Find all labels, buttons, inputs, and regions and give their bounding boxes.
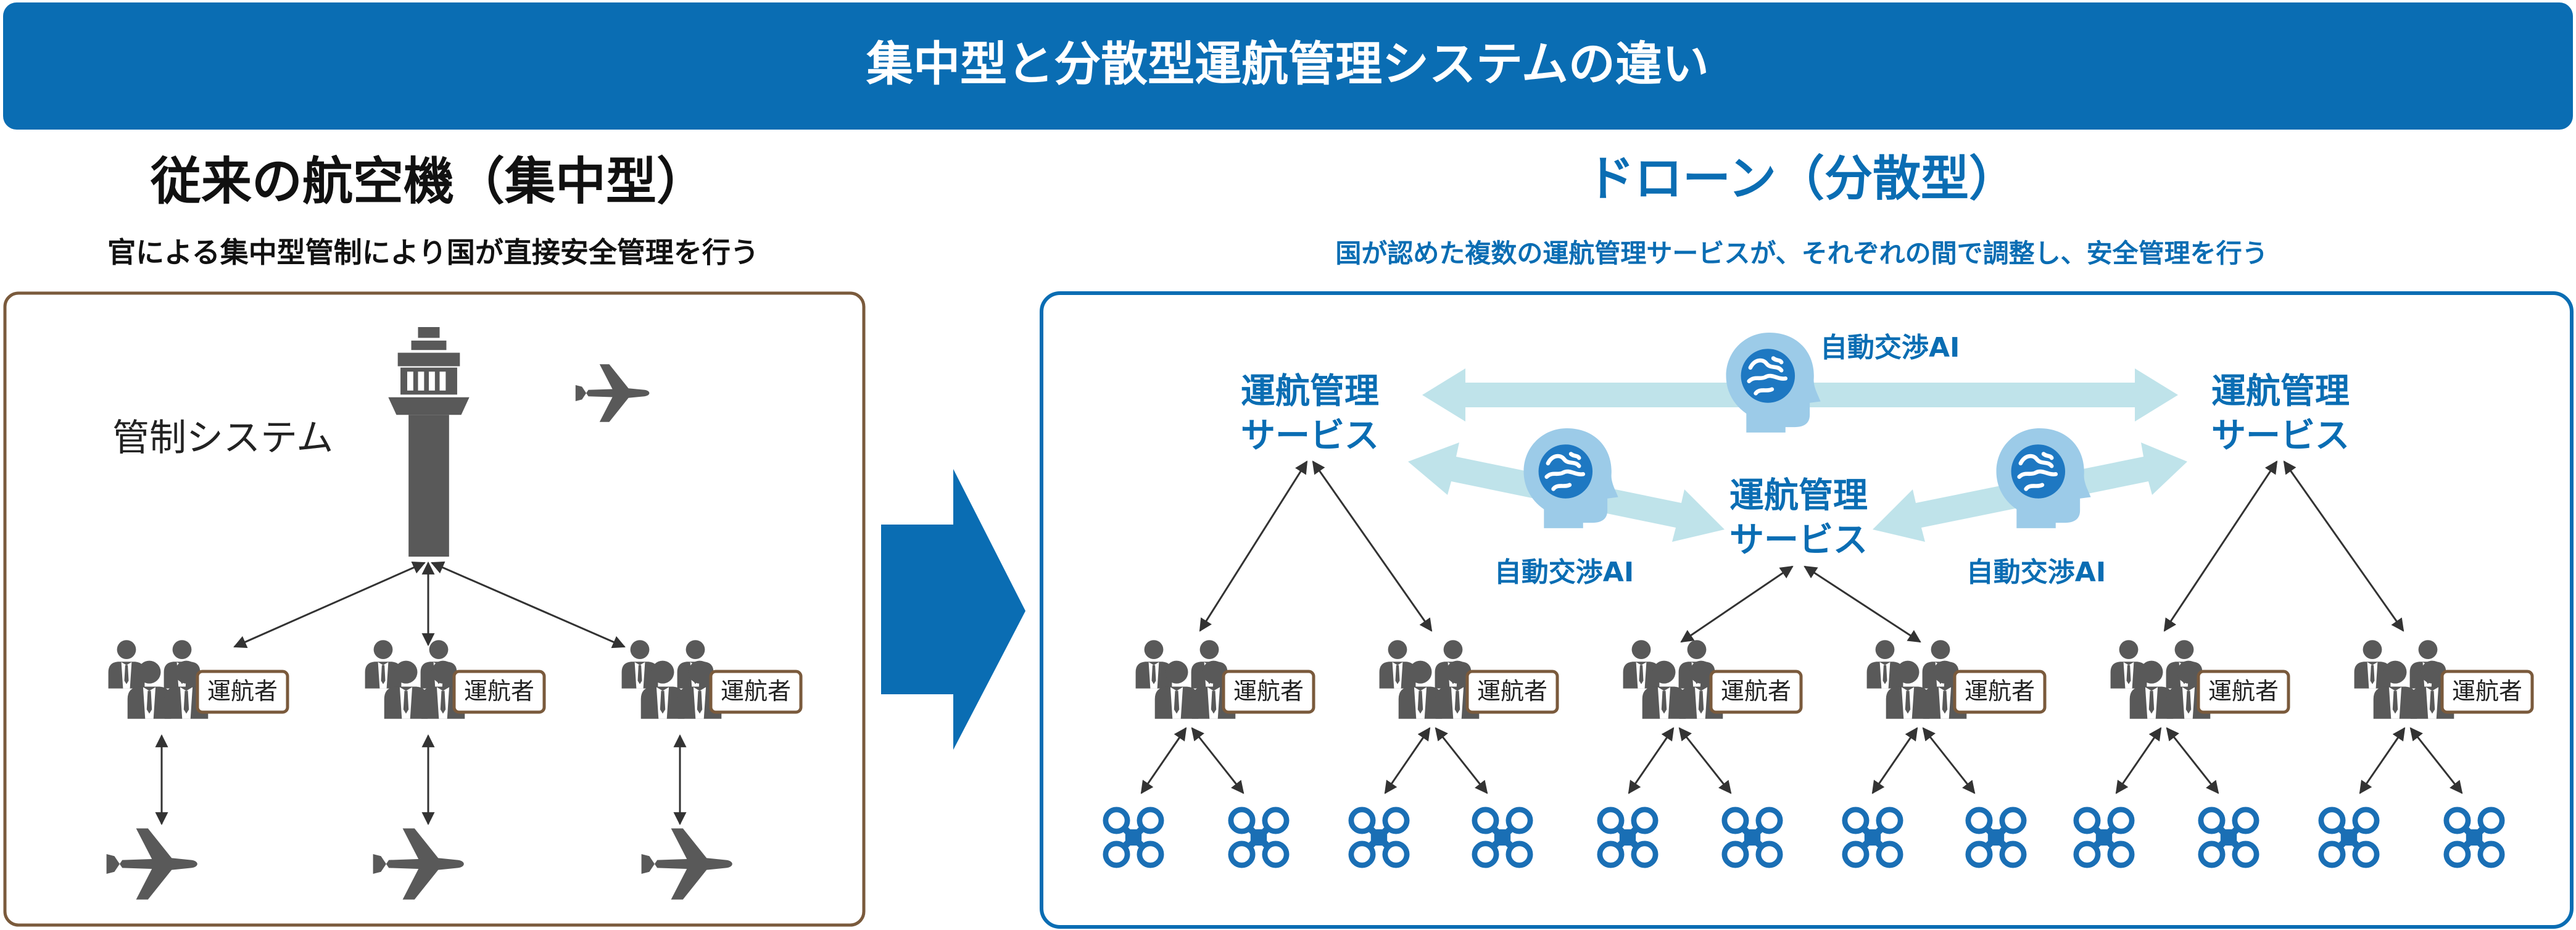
drone-icon [2076,810,2132,865]
operator-badge [709,670,803,714]
airplane-icon [373,828,464,900]
person-icon [108,640,145,689]
operator-label: 運航者 [1721,678,1791,705]
operator-label: 運航者 [464,678,534,705]
operator-label: 運航者 [1477,678,1547,705]
operator-badge [196,670,289,714]
ai-head-icon [1726,333,1821,433]
operator-group: 運航者 [621,640,803,719]
operator-badge [1222,670,1315,714]
operator-badge [1953,670,2047,714]
operator-label: 運航者 [1965,678,2035,705]
centralized-panel [3,291,866,927]
link-service-operator [2163,460,2278,632]
operator-badge [452,670,546,714]
centralized-section: 従来の航空機（集中型） 官による集中型管制により国が直接安全管理を行う 管制シス… [3,152,866,927]
ai-head-icon [1997,428,2091,528]
flight-management-service: 運航管理 サービス [1241,372,1379,456]
person-icon [365,640,402,689]
service-label-line2: サービス [1729,520,1868,560]
page-title: 集中型と分散型運航管理システムの違い [866,36,1709,91]
operator-group: 運航者 [2354,640,2534,719]
operator-group: 運航者 [1623,640,1803,719]
person-icon [2354,640,2391,689]
flight-management-service: 運航管理 サービス [1729,476,1868,560]
operator-group: 運航者 [1379,640,1559,719]
drone-icon [2321,810,2377,865]
ai-label: 自動交渉AI [1494,557,1634,588]
operator-group: 運航者 [2110,640,2290,719]
operator-badge [1465,670,1559,714]
operator-drone-links [1140,727,2463,794]
drone-icon [1231,810,1286,865]
control-tower-icon [388,327,470,557]
operator-badge [2197,670,2290,714]
person-icon [1379,640,1416,689]
link-tower-operator-3 [431,561,626,649]
person-icon [621,640,658,689]
person-icon [1866,640,1903,689]
operator-label: 運航者 [2208,678,2279,705]
link-service-operator [1680,565,1794,643]
distributed-subheading: 国が認めた複数の運航管理サービスが、それぞれの間で調整し、安全管理を行う [1335,238,2267,268]
drone-icon [1600,810,1655,865]
operator-label: 運航者 [721,678,791,705]
drone-icon [2446,810,2502,865]
drone-icon [1968,810,2024,865]
ai-label: 自動交渉AI [1966,557,2106,588]
link-service-operator [2283,460,2404,632]
operator-badge [1709,670,1803,714]
operator-group: 運航者 [1135,640,1315,719]
drone-icon [1475,810,1530,865]
operator-badge [2440,670,2534,714]
operator-group: 運航者 [108,640,289,719]
flight-management-service: 運航管理 サービス [2211,372,2350,456]
link-tower-operator-1 [233,562,426,648]
drone-icon [1725,810,1780,865]
drone-icon [2201,810,2256,865]
service-label-line1: 運航管理 [2211,372,2350,412]
operator-label: 運航者 [207,678,278,705]
header-bar [3,2,2573,130]
operator-label: 運航者 [1233,678,1304,705]
drone-icon [1845,810,1900,865]
airplane-icon-sky [575,364,650,422]
operator-label: 運航者 [2452,678,2522,705]
service-label-line2: サービス [2211,416,2350,456]
ai-label: 自動交渉AI [1820,332,1960,363]
service-label-line1: 運航管理 [1241,372,1379,412]
ai-head-icon [1524,428,1618,528]
centralized-subheading: 官による集中型管制により国が直接安全管理を行う [107,236,759,269]
service-label-line2: サービス [1241,416,1379,456]
person-icon [2110,640,2147,689]
airplane-icon [106,828,197,900]
person-icon [1135,640,1172,689]
airplane-icon [641,828,732,900]
link-service-operator [1312,460,1433,632]
distributed-section: ドローン（分散型） 国が認めた複数の運航管理サービスが、それぞれの間で調整し、安… [1040,151,2574,929]
operator-group: 運航者 [1866,640,2047,719]
person-icon [1623,640,1660,689]
control-system-label: 管制システム [112,417,333,460]
distributed-panel [1040,291,2574,929]
link-service-operator [1199,460,1308,632]
transition-arrow-icon [881,469,1025,750]
distributed-heading: ドローン（分散型） [1586,151,2017,207]
link-service-operator [1804,565,1921,643]
drone-icon [1106,810,1161,865]
centralized-heading: 従来の航空機（集中型） [150,152,707,211]
service-label-line1: 運航管理 [1729,476,1868,516]
operator-group: 運航者 [365,640,546,719]
drone-icon [1351,810,1407,865]
